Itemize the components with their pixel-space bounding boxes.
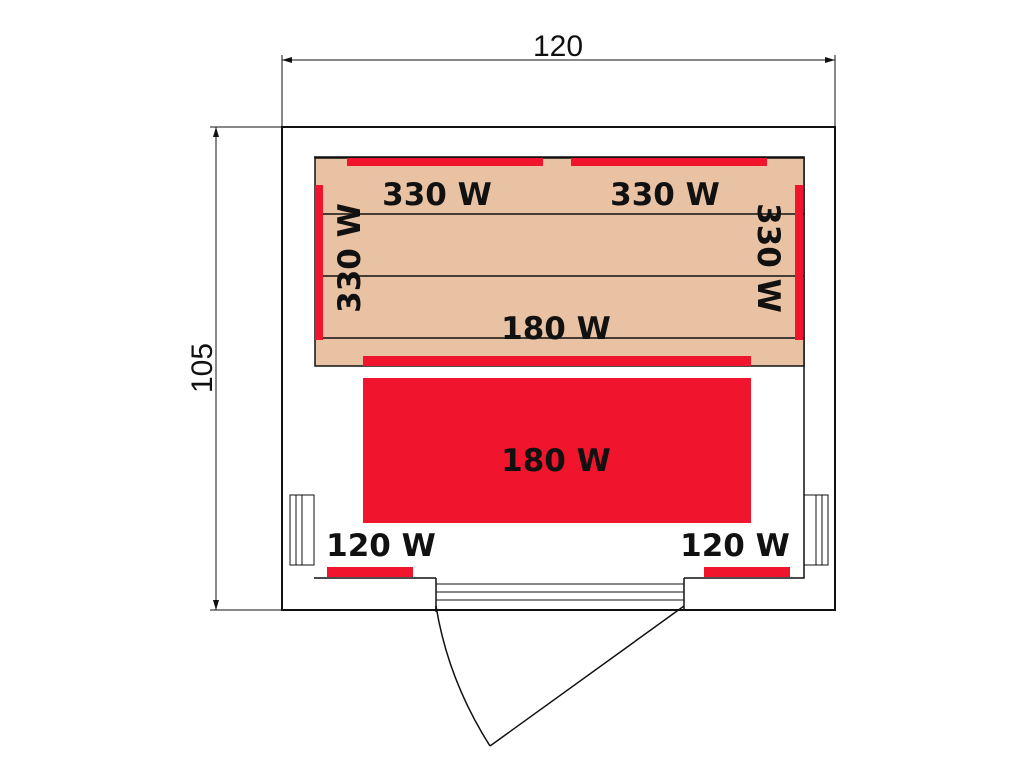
heater-back-right bbox=[571, 158, 767, 166]
door bbox=[435, 578, 685, 747]
width-dimension: 120 bbox=[281, 30, 836, 127]
outer-wall bbox=[281, 126, 836, 611]
wattage-front-left: 120 W bbox=[326, 528, 436, 564]
depth-dimension: 105 bbox=[186, 126, 282, 611]
wattage-back-right: 330 W bbox=[610, 177, 720, 213]
depth-label: 105 bbox=[186, 343, 219, 393]
inner-wall bbox=[314, 156, 805, 579]
wattage-side-left: 330 W bbox=[332, 203, 368, 313]
wattage-front-right: 120 W bbox=[680, 528, 790, 564]
wattage-bench-front: 180 W bbox=[501, 311, 611, 347]
door-swing-arc bbox=[435, 605, 491, 747]
left-wall-vent bbox=[289, 494, 315, 566]
heater-bench-front bbox=[363, 356, 751, 366]
wattage-back-left: 330 W bbox=[382, 177, 492, 213]
bench bbox=[314, 157, 805, 367]
wattage-side-right: 330 W bbox=[750, 203, 786, 313]
door-leaf bbox=[489, 605, 685, 747]
right-wall-vent bbox=[803, 494, 829, 566]
heater-floor bbox=[363, 378, 751, 523]
heater-back-left bbox=[347, 158, 543, 166]
heater-front-right bbox=[704, 567, 790, 577]
heater-side-right bbox=[795, 185, 803, 340]
wattage-floor: 180 W bbox=[501, 443, 611, 479]
width-label: 120 bbox=[533, 30, 583, 63]
heater-front-left bbox=[327, 567, 413, 577]
heater-side-left bbox=[315, 185, 323, 340]
